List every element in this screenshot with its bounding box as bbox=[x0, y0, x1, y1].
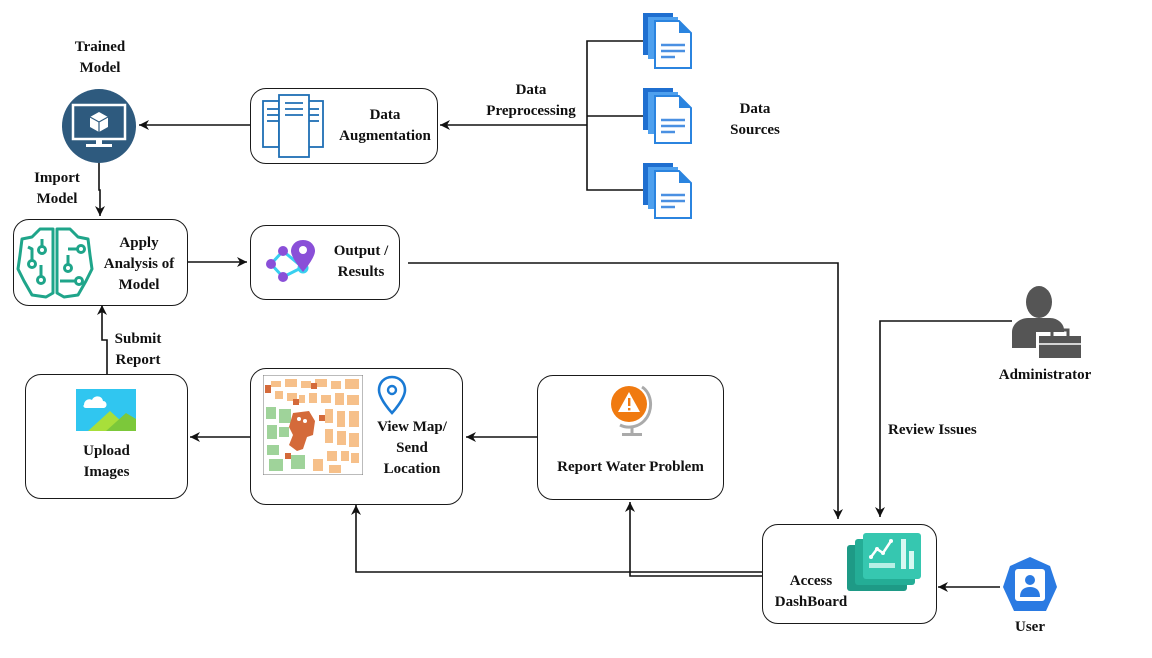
node-label-line: View Map/ bbox=[377, 419, 447, 435]
dashboard-chart-icon bbox=[847, 533, 921, 591]
apply-analysis-label: Apply Analysis of Model bbox=[94, 233, 184, 296]
node-label-line: Report Water Problem bbox=[557, 459, 704, 475]
document-icon[interactable] bbox=[641, 87, 695, 145]
edge-label-line: Import bbox=[34, 170, 80, 186]
map-pin-icon bbox=[377, 375, 407, 415]
edge-label-line: Submit bbox=[114, 331, 162, 347]
trained-model-label-line: Trained bbox=[74, 39, 126, 55]
data-sources-label: Data Sources bbox=[718, 99, 792, 141]
warning-globe-icon bbox=[611, 385, 652, 436]
data-augmentation-node[interactable]: Data Augmentation bbox=[250, 88, 438, 164]
document-icon[interactable] bbox=[641, 162, 695, 220]
user-label: User bbox=[1000, 617, 1060, 638]
node-label-line: Location bbox=[383, 461, 441, 477]
node-label-line: Administrator bbox=[998, 367, 1092, 383]
report-water-label: Report Water Problem bbox=[538, 457, 723, 478]
brain-circuit-icon bbox=[16, 227, 94, 299]
review-issues-label: Review Issues bbox=[888, 420, 998, 441]
server-rack-icon bbox=[262, 94, 324, 158]
data-augmentation-label: Data Augmentation bbox=[333, 105, 437, 147]
submit-report-label: Submit Report bbox=[108, 329, 168, 371]
view-map-node[interactable]: View Map/ Send Location bbox=[250, 368, 463, 505]
trained-model-label-line: Model bbox=[79, 60, 121, 76]
edge-trained-model-to-apply bbox=[95, 162, 105, 216]
report-water-node[interactable]: Report Water Problem bbox=[537, 375, 724, 500]
image-icon bbox=[76, 389, 136, 431]
edge-data-sources-to-augmentation bbox=[440, 40, 645, 191]
import-model-label: Import Model bbox=[22, 168, 92, 210]
location-graph-icon bbox=[266, 240, 315, 282]
edge-label-line: Data bbox=[515, 82, 547, 98]
edge-label-line: Preprocessing bbox=[486, 103, 576, 119]
access-dashboard-label: Access DashBoard bbox=[763, 571, 859, 613]
node-label-line: Analysis of bbox=[103, 256, 175, 272]
node-label-line: Upload bbox=[83, 443, 130, 459]
node-label-line: User bbox=[1015, 619, 1045, 635]
edge-label-line: Model bbox=[36, 191, 78, 207]
node-label-line: Images bbox=[83, 464, 130, 480]
edge-label-line: Review Issues bbox=[888, 422, 977, 438]
edge-output-to-dashboard bbox=[408, 262, 843, 519]
edge-dashboard-to-report bbox=[625, 502, 762, 577]
city-map-icon bbox=[263, 375, 363, 475]
node-label-line: Results bbox=[337, 264, 385, 280]
monitor-cube-icon[interactable] bbox=[61, 88, 137, 164]
upload-images-node[interactable]: Upload Images bbox=[25, 374, 188, 499]
edge-label-line: Report bbox=[115, 352, 161, 368]
user-badge-icon[interactable] bbox=[999, 555, 1061, 615]
apply-analysis-node[interactable]: Apply Analysis of Model bbox=[13, 219, 188, 306]
output-results-node[interactable]: Output / Results bbox=[250, 225, 400, 300]
node-label-line: DashBoard bbox=[774, 594, 848, 610]
edge-admin-to-dashboard bbox=[875, 320, 1012, 517]
node-label-line: Data bbox=[369, 107, 401, 123]
node-label-line: Output / bbox=[333, 243, 389, 259]
output-results-label: Output / Results bbox=[323, 241, 399, 283]
node-label-line: Send bbox=[396, 440, 428, 456]
upload-images-label: Upload Images bbox=[26, 441, 187, 483]
node-label-line: Apply bbox=[119, 235, 159, 251]
administrator-label: Administrator bbox=[985, 365, 1105, 386]
edge-upload-to-apply bbox=[97, 305, 108, 375]
data-preprocessing-label: Data Preprocessing bbox=[476, 80, 586, 122]
edge-dashboard-to-map bbox=[351, 505, 762, 573]
node-label-line: Model bbox=[118, 277, 160, 293]
view-map-label: View Map/ Send Location bbox=[363, 417, 461, 480]
admin-briefcase-icon[interactable] bbox=[1010, 284, 1084, 360]
node-label-line: Sources bbox=[730, 122, 780, 138]
access-dashboard-node[interactable]: Access DashBoard bbox=[762, 524, 937, 624]
node-label-line: Access bbox=[789, 573, 833, 589]
node-label-line: Data bbox=[739, 101, 771, 117]
document-icon[interactable] bbox=[641, 12, 695, 70]
node-label-line: Augmentation bbox=[339, 128, 431, 144]
trained-model-label: Trained Model bbox=[60, 37, 140, 79]
